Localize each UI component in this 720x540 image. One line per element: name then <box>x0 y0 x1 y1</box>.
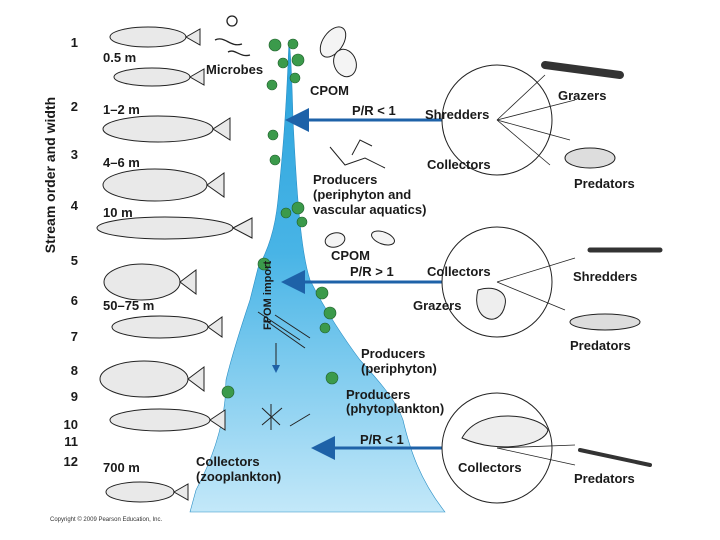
width-label: 700 m <box>103 460 140 475</box>
fish-icon <box>103 263 197 301</box>
grazers-label: Grazers <box>413 298 462 313</box>
order-2: 2 <box>70 99 78 114</box>
producers-phytoplankton-sublabel: (phytoplankton) <box>346 401 445 416</box>
order-4: 4 <box>70 198 78 213</box>
fish-icon <box>99 360 205 398</box>
collectors-zooplankton-sublabel: (zooplankton) <box>196 469 282 484</box>
algae-clusters <box>221 38 339 399</box>
river-continuum <box>189 39 446 513</box>
microbes-icon <box>214 15 251 57</box>
shredders-label: Shredders <box>573 269 638 284</box>
predators-label: Predators <box>574 176 635 191</box>
import-arrows <box>281 108 450 460</box>
order-9: 9 <box>70 389 78 404</box>
collectors-label: Collectors <box>458 460 522 475</box>
cpom-label-top: CPOM <box>310 83 349 98</box>
grazers-label: Grazers <box>558 88 607 103</box>
order-7: 7 <box>70 329 78 344</box>
order-8: 8 <box>70 363 78 378</box>
width-label: 0.5 m <box>103 50 137 65</box>
consumer-circle-top <box>441 61 624 176</box>
consumer-circle-bottom <box>441 392 652 504</box>
fish-icon <box>96 216 253 240</box>
larva-icon <box>569 313 641 331</box>
fish-icon <box>102 115 231 143</box>
shredders-label: Shredders <box>425 107 490 122</box>
larva-icon <box>541 61 624 79</box>
pr-label-top: P/R < 1 <box>352 103 396 118</box>
collectors-label: Collectors <box>427 157 491 172</box>
width-label: 50–75 m <box>103 298 155 313</box>
width-label: 4–6 m <box>103 155 140 170</box>
pr-label-bottom: P/R < 1 <box>360 432 404 447</box>
fish-icon <box>109 26 201 48</box>
copyright-notice: Copyright © 2009 Pearson Education, Inc. <box>50 517 163 523</box>
collectors-zooplankton-label: Collectors <box>196 454 260 469</box>
fish-icon <box>113 67 205 87</box>
leaf-icons <box>319 26 395 248</box>
microbes-label: Microbes <box>206 62 264 77</box>
predators-label: Predators <box>570 338 631 353</box>
width-label: 1–2 m <box>103 102 140 117</box>
producers-periphyton-label: Producers <box>361 346 426 361</box>
order-6: 6 <box>70 293 78 308</box>
producers-sublabel: (periphyton and <box>313 187 412 202</box>
producers-phytoplankton-label: Producers <box>346 387 411 402</box>
order-5: 5 <box>70 253 78 268</box>
producers-label: Producers <box>313 172 378 187</box>
fish-column <box>96 26 253 503</box>
pr-label-mid: P/R > 1 <box>350 264 394 279</box>
consumer-circle-middle <box>441 226 663 338</box>
snail-shell-icon <box>476 287 506 320</box>
fish-icon <box>109 408 226 432</box>
cpom-label-mid: CPOM <box>331 248 370 263</box>
fish-icon <box>102 168 225 202</box>
predators-label: Predators <box>574 471 635 486</box>
producers-periphyton-sublabel: (periphyton) <box>361 361 437 376</box>
width-label: 10 m <box>103 205 133 220</box>
order-3: 3 <box>70 147 78 162</box>
order-12: 12 <box>63 454 78 469</box>
order-11: 11 <box>64 434 78 449</box>
fish-icon <box>111 315 223 339</box>
order-10: 10 <box>63 417 78 432</box>
shrimp-icon <box>578 448 652 467</box>
fish-icon <box>105 481 189 503</box>
collectors-label: Collectors <box>427 264 491 279</box>
clam-icon <box>461 415 549 448</box>
beetle-icon <box>564 147 616 169</box>
producers-sublabel: vascular aquatics) <box>313 202 427 217</box>
producer-sketches <box>257 139 386 430</box>
order-1: 1 <box>70 35 78 50</box>
